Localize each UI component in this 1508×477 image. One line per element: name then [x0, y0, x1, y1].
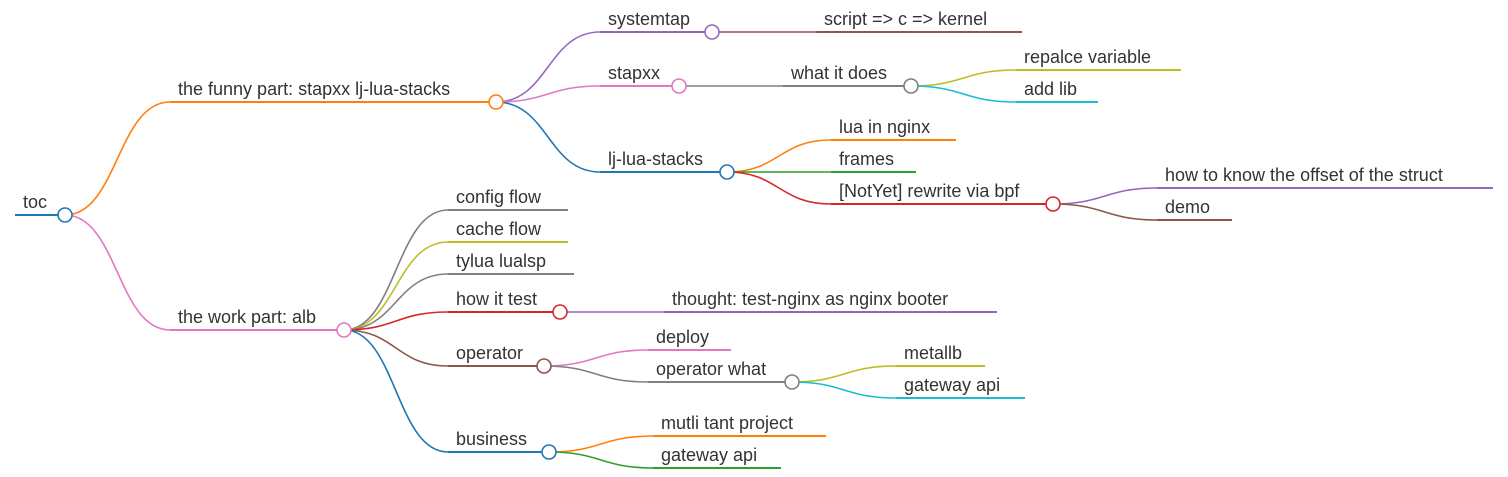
node-operator-what[interactable]: operator what	[648, 359, 800, 390]
collapse-toggle[interactable]	[57, 207, 73, 223]
link-metallb	[791, 365, 897, 383]
link-gateway-api	[791, 381, 897, 399]
node-label: business	[456, 429, 527, 449]
node-repalce-variable[interactable]: repalce variable	[1016, 47, 1181, 71]
node-thought-test-nginx-as-nginx-booter[interactable]: thought: test-nginx as nginx booter	[664, 289, 997, 313]
node-operator[interactable]: operator	[448, 343, 552, 374]
node-notyet-rewrite-via-bpf[interactable]: [NotYet] rewrite via bpf	[831, 181, 1061, 212]
collapse-toggle[interactable]	[903, 78, 919, 94]
link-gateway-api	[548, 451, 654, 469]
collapse-toggle[interactable]	[719, 164, 735, 180]
collapse-toggle[interactable]	[1045, 196, 1061, 212]
node-label: operator what	[656, 359, 766, 379]
node-label: deploy	[656, 327, 709, 347]
node-label: stapxx	[608, 63, 660, 83]
link-the-work-part-alb	[64, 214, 171, 331]
collapse-toggle[interactable]	[704, 24, 720, 40]
node-add-lib[interactable]: add lib	[1016, 79, 1098, 103]
link-notyet-rewrite-via-bpf	[726, 171, 832, 205]
node-the-work-part-alb[interactable]: the work part: alb	[170, 307, 352, 338]
mindmap-nodes: script => c => kernel systemtap repalce va…	[15, 9, 1493, 469]
node-label: script => c => kernel	[824, 9, 987, 29]
node-demo[interactable]: demo	[1157, 197, 1232, 221]
node-gateway-api[interactable]: gateway api	[896, 375, 1025, 399]
node-label: cache flow	[456, 219, 542, 239]
link-the-funny-part-stapxx-lj-lua-stacks	[64, 101, 171, 216]
node-label: how it test	[456, 289, 537, 309]
node-label: mutli tant project	[661, 413, 793, 433]
node-label: what it does	[790, 63, 887, 83]
collapse-toggle[interactable]	[336, 322, 352, 338]
node-systemtap[interactable]: systemtap	[600, 9, 720, 40]
node-frames[interactable]: frames	[831, 149, 916, 173]
link-demo	[1052, 203, 1158, 221]
node-label: tylua lualsp	[456, 251, 546, 271]
link-systemtap	[495, 31, 601, 103]
node-label: systemtap	[608, 9, 690, 29]
link-operator	[343, 329, 449, 367]
node-label: add lib	[1024, 79, 1077, 99]
node-deploy[interactable]: deploy	[648, 327, 731, 351]
link-cache-flow	[343, 241, 449, 331]
link-lj-lua-stacks	[495, 101, 601, 173]
link-repalce-variable	[910, 69, 1017, 87]
link-how-to-know-the-offset-of-the-struct	[1052, 187, 1158, 205]
node-label: repalce variable	[1024, 47, 1151, 67]
mindmap-links	[64, 31, 1158, 469]
node-label: gateway api	[904, 375, 1000, 395]
collapse-toggle[interactable]	[536, 358, 552, 374]
node-how-it-test[interactable]: how it test	[448, 289, 568, 320]
node-label: operator	[456, 343, 523, 363]
node-lj-lua-stacks[interactable]: lj-lua-stacks	[600, 149, 735, 180]
node-what-it-does[interactable]: what it does	[783, 63, 919, 94]
link-lua-in-nginx	[726, 139, 832, 173]
node-gateway-api[interactable]: gateway api	[653, 445, 781, 469]
node-label: metallb	[904, 343, 962, 363]
node-label: lj-lua-stacks	[608, 149, 703, 169]
collapse-toggle[interactable]	[552, 304, 568, 320]
node-metallb[interactable]: metallb	[896, 343, 985, 367]
collapse-toggle[interactable]	[671, 78, 687, 94]
node-label: toc	[23, 192, 47, 212]
link-config-flow	[343, 209, 449, 331]
node-cache-flow[interactable]: cache flow	[448, 219, 568, 243]
link-add-lib	[910, 85, 1017, 103]
node-tylua-lualsp[interactable]: tylua lualsp	[448, 251, 574, 275]
node-lua-in-nginx[interactable]: lua in nginx	[831, 117, 956, 141]
node-stapxx[interactable]: stapxx	[600, 63, 687, 94]
node-label: the funny part: stapxx lj-lua-stacks	[178, 79, 450, 99]
link-stapxx	[495, 85, 601, 103]
node-script-c-kernel[interactable]: script => c => kernel	[816, 9, 1022, 33]
node-label: thought: test-nginx as nginx booter	[672, 289, 948, 309]
collapse-toggle[interactable]	[784, 374, 800, 390]
node-label: [NotYet] rewrite via bpf	[839, 181, 1020, 201]
node-label: config flow	[456, 187, 542, 207]
node-config-flow[interactable]: config flow	[448, 187, 568, 211]
link-mutli-tant-project	[548, 435, 654, 453]
link-business	[343, 329, 449, 453]
link-how-it-test	[343, 311, 449, 331]
link-operator-what	[543, 365, 649, 383]
node-business[interactable]: business	[448, 429, 557, 460]
node-how-to-know-the-offset-of-the-struct[interactable]: how to know the offset of the struct	[1157, 165, 1493, 189]
node-label: gateway api	[661, 445, 757, 465]
node-label: how to know the offset of the struct	[1165, 165, 1443, 185]
node-the-funny-part-stapxx-lj-lua-stacks[interactable]: the funny part: stapxx lj-lua-stacks	[170, 79, 504, 110]
node-label: lua in nginx	[839, 117, 930, 137]
node-label: demo	[1165, 197, 1210, 217]
link-deploy	[543, 349, 649, 367]
node-label: the work part: alb	[178, 307, 316, 327]
link-tylua-lualsp	[343, 273, 449, 331]
node-label: frames	[839, 149, 894, 169]
collapse-toggle[interactable]	[488, 94, 504, 110]
node-toc[interactable]: toc	[15, 192, 73, 223]
node-mutli-tant-project[interactable]: mutli tant project	[653, 413, 826, 437]
collapse-toggle[interactable]	[541, 444, 557, 460]
